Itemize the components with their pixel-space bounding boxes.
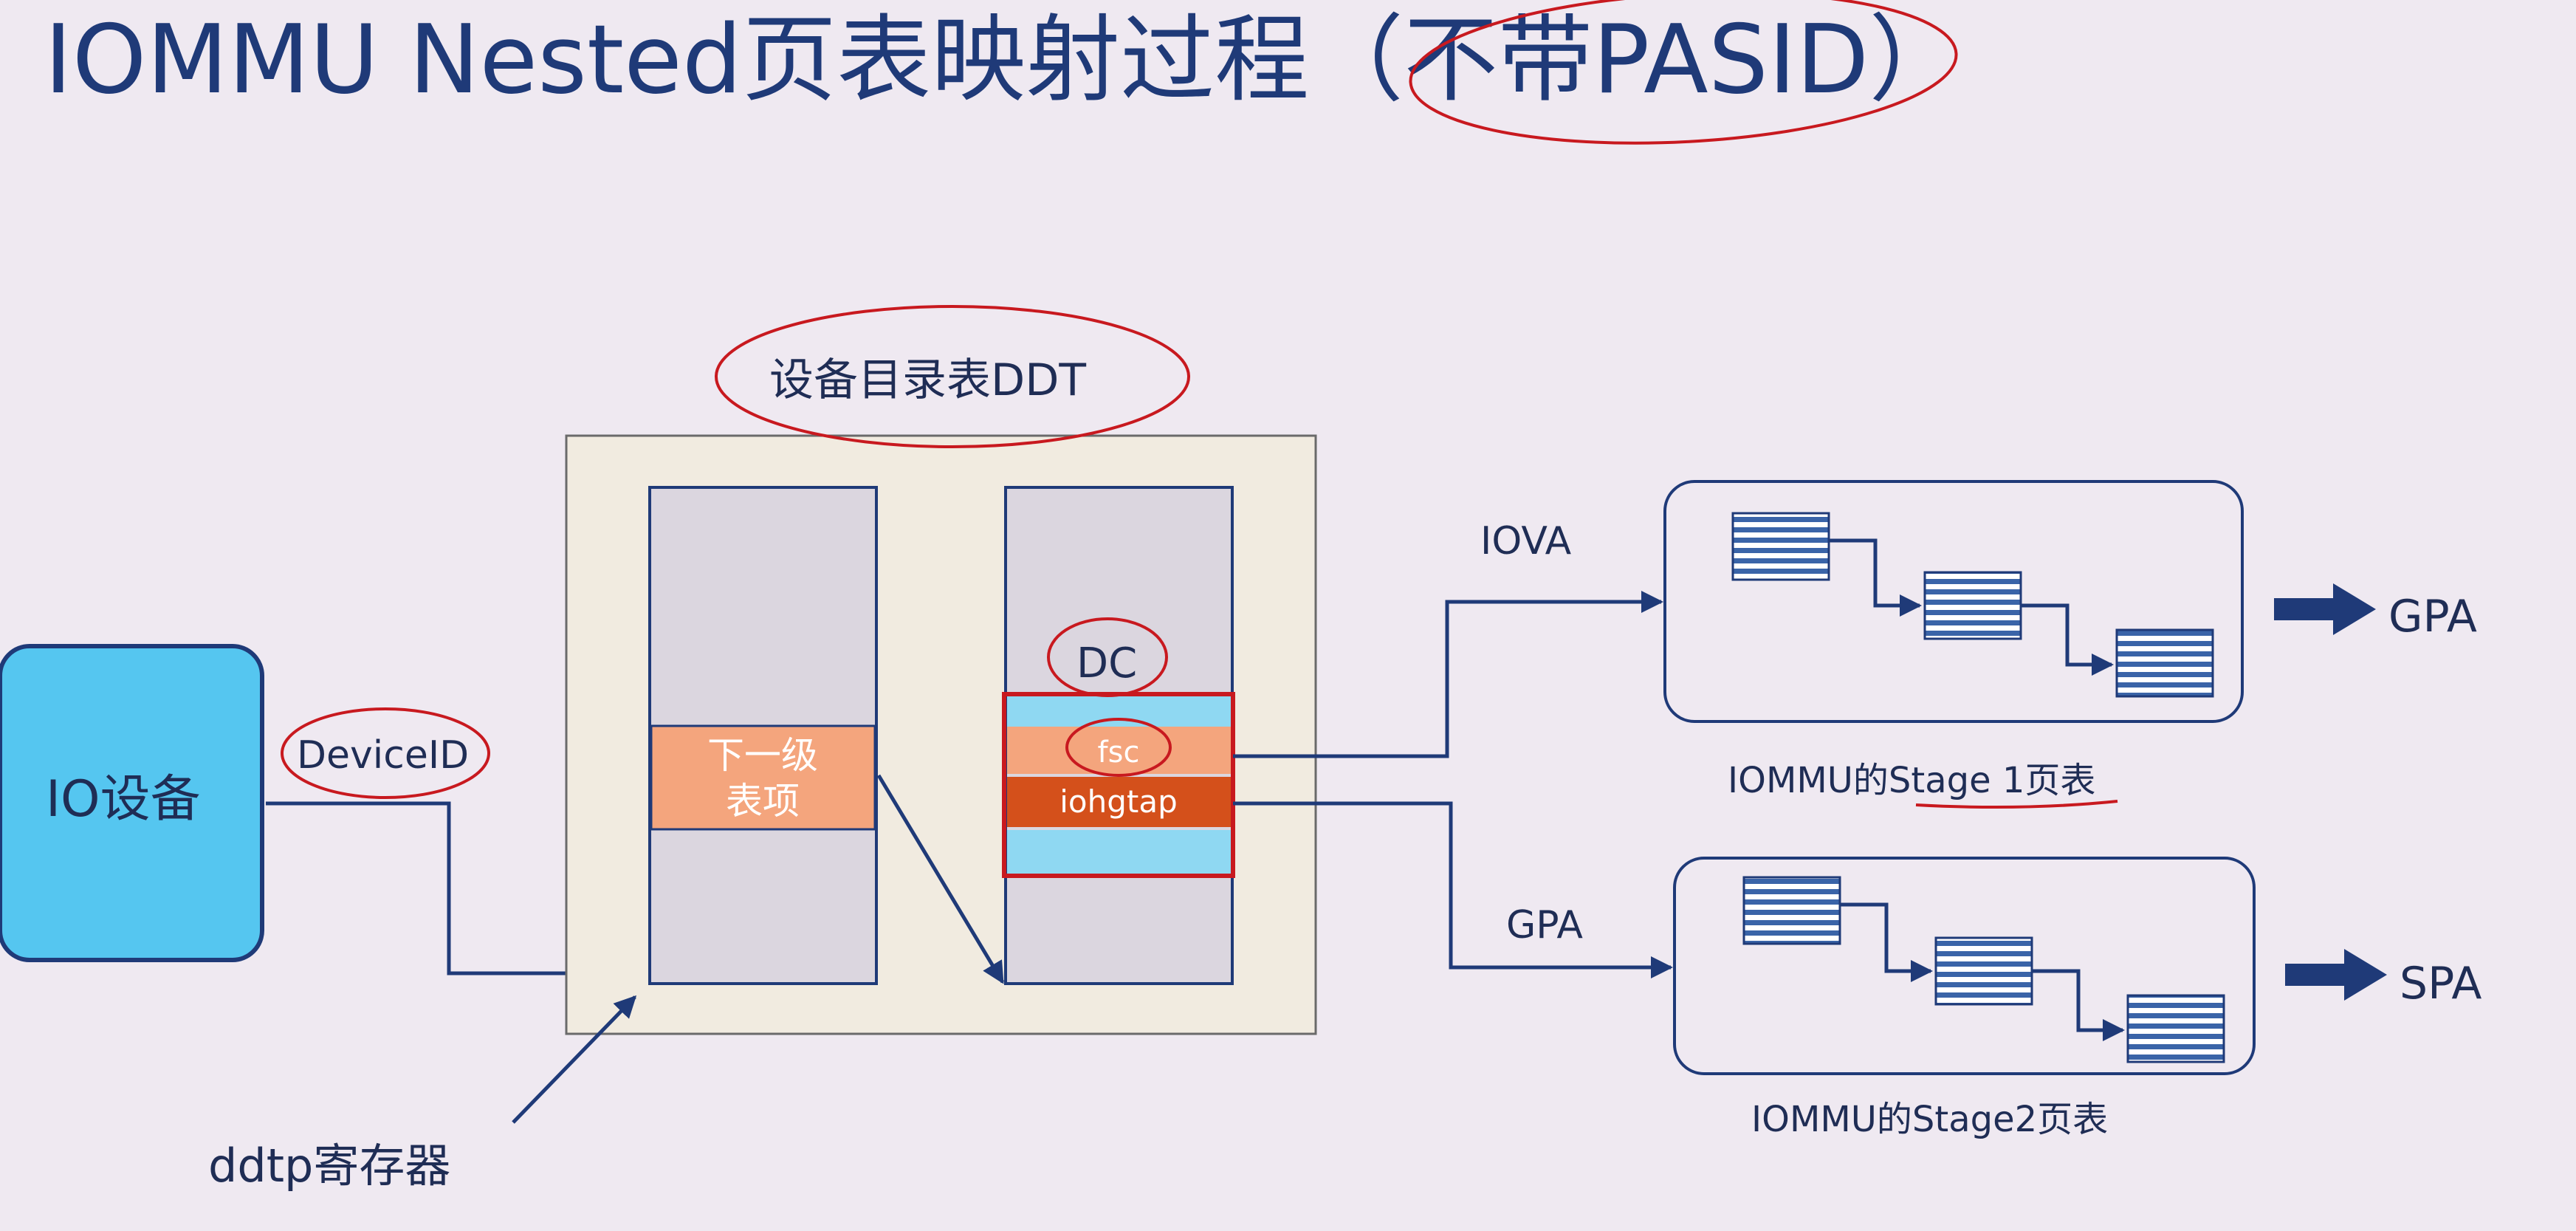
ddt-left-column: 下一级 表项 xyxy=(648,486,878,985)
next-level-entry xyxy=(650,724,876,831)
stage1-caption: IOMMU的Stage 1页表 xyxy=(1728,760,2095,801)
dc-annotation-circle xyxy=(1047,617,1168,697)
next-level-to-dc-wire xyxy=(876,774,1005,984)
fsc-label: fsc xyxy=(1098,735,1140,769)
io-device-label: IO设备 xyxy=(46,770,201,829)
stage1-table-level1 xyxy=(1731,512,1830,581)
iohgtap-to-stage2-wire xyxy=(1233,801,1673,978)
stage2-table-level1 xyxy=(1742,876,1841,945)
stage1-link-1 xyxy=(1829,538,1922,617)
stage1-output-arrow xyxy=(2274,583,2376,635)
fsc-entry xyxy=(1007,727,1231,774)
fsc-to-stage1-wire xyxy=(1233,591,1663,758)
stage2-page-table xyxy=(1673,857,2256,1075)
ddtp-register-wire xyxy=(512,995,637,1124)
iohgtap-label: iohgtap xyxy=(1059,783,1178,820)
iohgtap-entry xyxy=(1007,777,1231,827)
dc-light-blue-top xyxy=(1007,696,1231,727)
stage1-output-label: GPA xyxy=(2388,591,2477,642)
ddt-right-column: fsc iohgtap xyxy=(1002,486,1235,985)
next-level-entry-line1: 下一级 xyxy=(707,734,818,777)
stage1-link-2 xyxy=(2021,603,2114,676)
stage1-page-table xyxy=(1663,480,2244,723)
stage2-table-level2 xyxy=(1934,936,2033,1006)
stage2-link-1 xyxy=(1840,902,1933,982)
title-annotation-circle xyxy=(1409,0,1958,145)
fsc-annotation-circle xyxy=(1065,718,1172,777)
stage2-input-label: GPA xyxy=(1506,903,1583,947)
io-device-to-ddt-wire xyxy=(266,801,637,984)
stage2-output-arrow xyxy=(2285,949,2387,1001)
stage2-output-label: SPA xyxy=(2400,958,2481,1009)
dc-light-blue-bottom xyxy=(1007,830,1231,874)
stage2-caption: IOMMU的Stage2页表 xyxy=(1751,1099,2108,1140)
io-device: IO设备 xyxy=(0,644,264,962)
stage1-caption-underline xyxy=(1915,800,2118,809)
page-title: IOMMU Nested页表映射过程（不带PASID） xyxy=(44,5,1963,115)
stage2-table-level3 xyxy=(2126,994,2225,1063)
stage1-table-level2 xyxy=(1923,571,2022,640)
dc-label: DC xyxy=(1076,639,1137,687)
stage1-table-level3 xyxy=(2115,628,2214,698)
ddtp-register-label: ddtp寄存器 xyxy=(208,1139,450,1193)
stage1-input-label: IOVA xyxy=(1480,519,1572,563)
stage2-link-2 xyxy=(2032,969,2125,1041)
device-id-label: DeviceID xyxy=(297,733,469,778)
ddt-annotation-circle xyxy=(715,305,1190,448)
next-level-entry-line2: 表项 xyxy=(726,780,800,823)
ddt-label: 设备目录表DDT xyxy=(769,354,1086,406)
device-id-annotation-circle xyxy=(281,707,490,799)
